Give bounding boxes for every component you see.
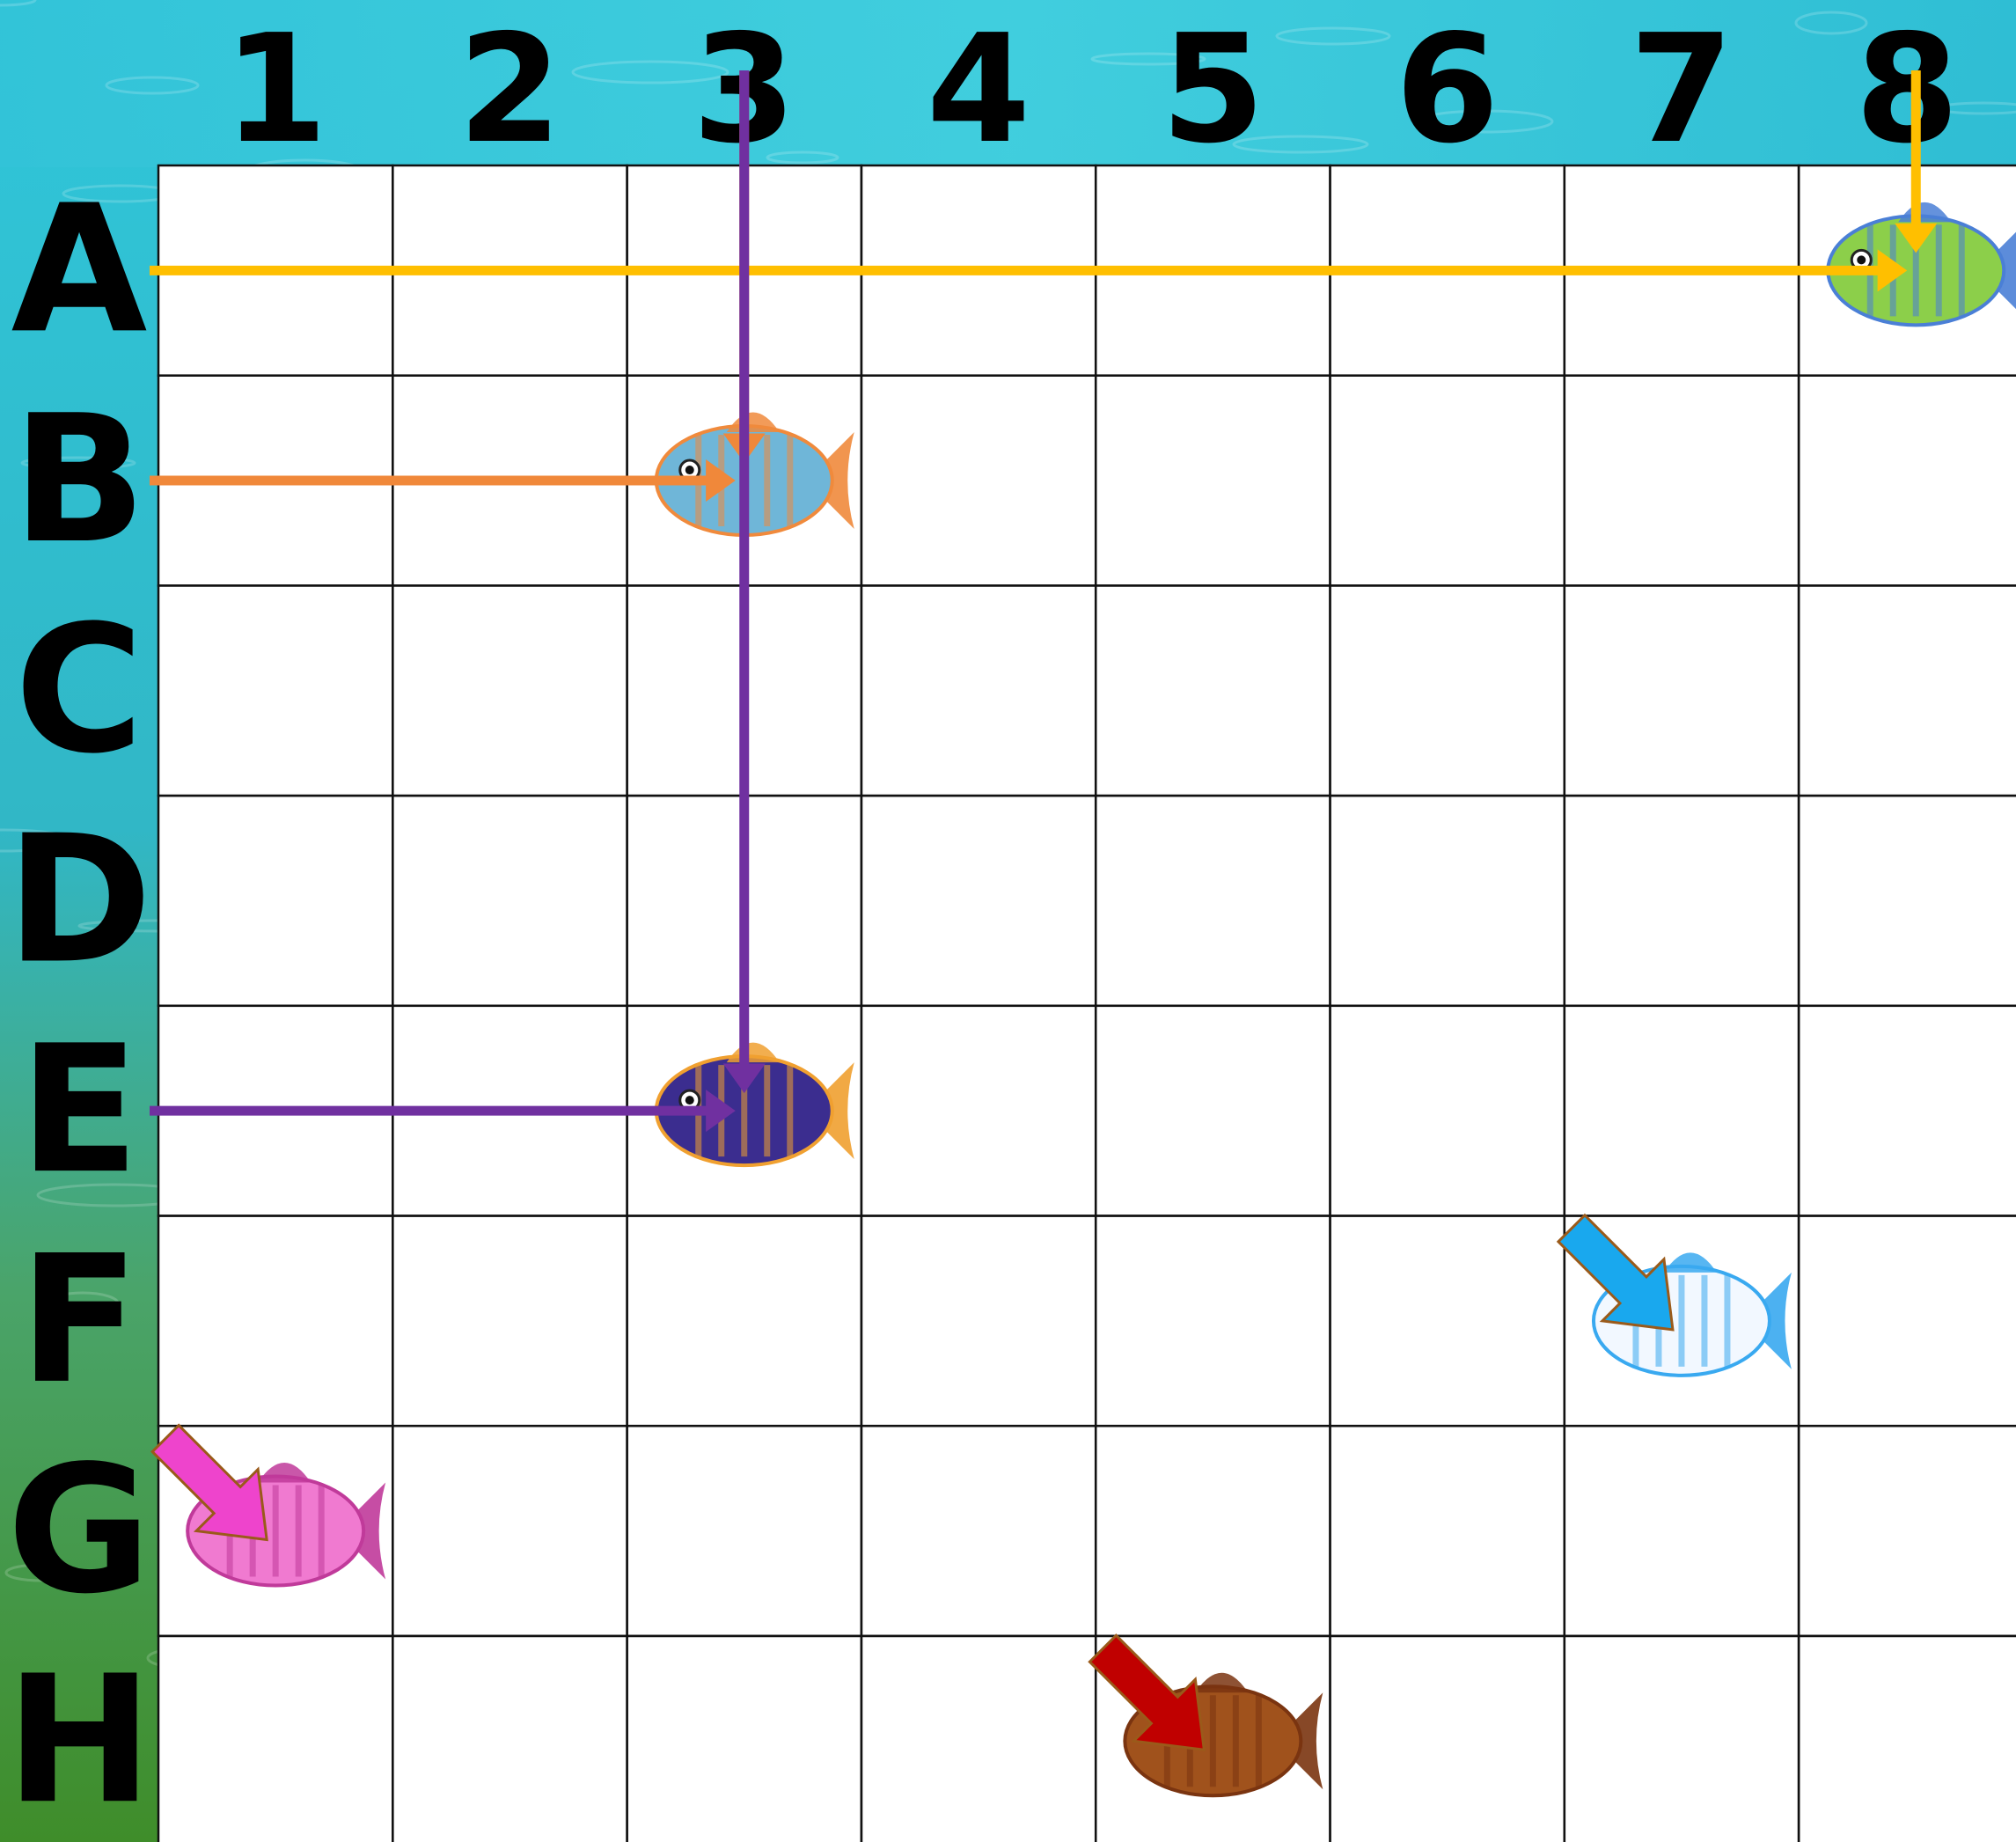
grid-background	[158, 165, 2016, 1842]
column-label-8: 8	[1855, 3, 1959, 177]
grid	[158, 165, 2016, 1842]
row-label-E: E	[19, 1008, 140, 1213]
column-label-4: 4	[927, 3, 1030, 177]
row-label-F: F	[19, 1218, 140, 1423]
row-label-D: D	[6, 797, 152, 1002]
column-label-2: 2	[458, 3, 561, 177]
column-label-5: 5	[1161, 3, 1265, 177]
row-label-A: A	[11, 167, 148, 372]
column-label-7: 7	[1630, 3, 1734, 177]
row-label-G: G	[7, 1428, 151, 1633]
row-label-C: C	[15, 588, 144, 793]
row-label-H: H	[5, 1638, 152, 1842]
column-label-6: 6	[1396, 3, 1499, 177]
column-label-1: 1	[224, 3, 327, 177]
row-label-B: B	[12, 378, 146, 583]
